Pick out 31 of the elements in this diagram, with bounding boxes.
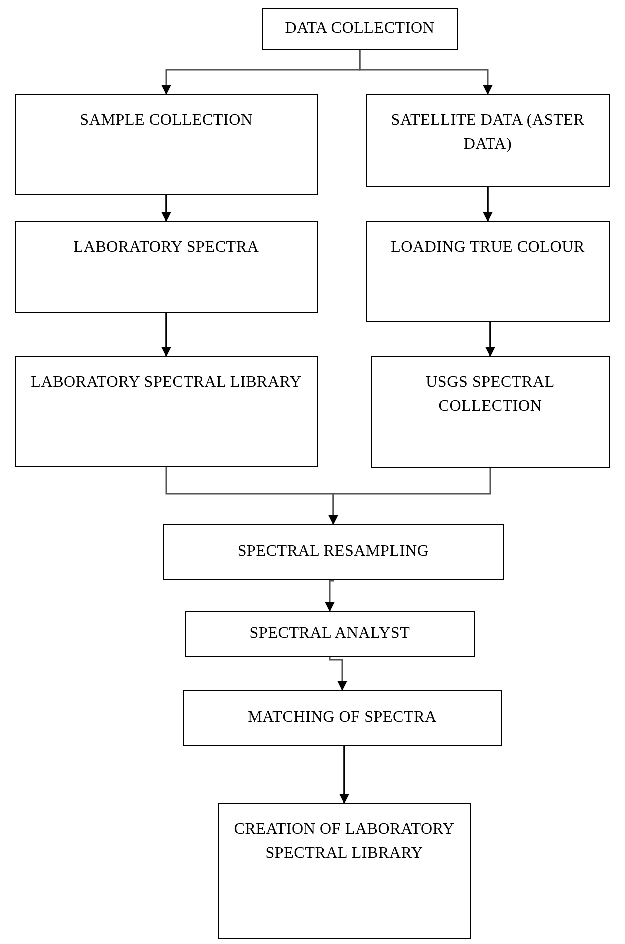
process-box: [262, 8, 458, 50]
process-box: [366, 94, 610, 187]
process-box: [15, 221, 318, 313]
process-box: [163, 524, 504, 580]
box-label: SPECTRAL RESAMPLING: [238, 542, 430, 562]
process-box: [185, 611, 475, 657]
arrow: [359, 50, 493, 95]
box-label: MATCHING OF SPECTRA: [248, 708, 437, 728]
arrow: [483, 187, 493, 222]
box-label: USGS SPECTRAL COLLECTION: [425, 373, 556, 417]
box-label: LABORATORY SPECTRA: [74, 238, 260, 258]
box-label: SPECTRAL ANALYST: [250, 624, 410, 644]
process-box: [183, 690, 502, 746]
arrow: [162, 195, 172, 222]
arrow: [328, 468, 492, 525]
process-box: [15, 94, 318, 195]
process-box: [366, 221, 610, 322]
arrow: [325, 580, 335, 612]
box-label: LABORATORY SPECTRAL LIBRARY: [31, 373, 302, 393]
box-label: CREATION OF LABORATORY SPECTRAL LIBRARY: [233, 820, 456, 864]
arrow: [486, 322, 496, 357]
arrow: [329, 657, 348, 691]
process-box: [371, 356, 610, 468]
box-label: SAMPLE COLLECTION: [80, 111, 253, 131]
box-label: DATA COLLECTION: [285, 19, 435, 39]
box-label: LOADING TRUE COLOUR: [391, 238, 585, 258]
process-box: [15, 356, 318, 467]
box-label: SATELLITE DATA (ASTER DATA): [390, 111, 586, 155]
arrow: [162, 313, 172, 357]
process-box: [218, 803, 471, 939]
arrow: [340, 746, 350, 804]
